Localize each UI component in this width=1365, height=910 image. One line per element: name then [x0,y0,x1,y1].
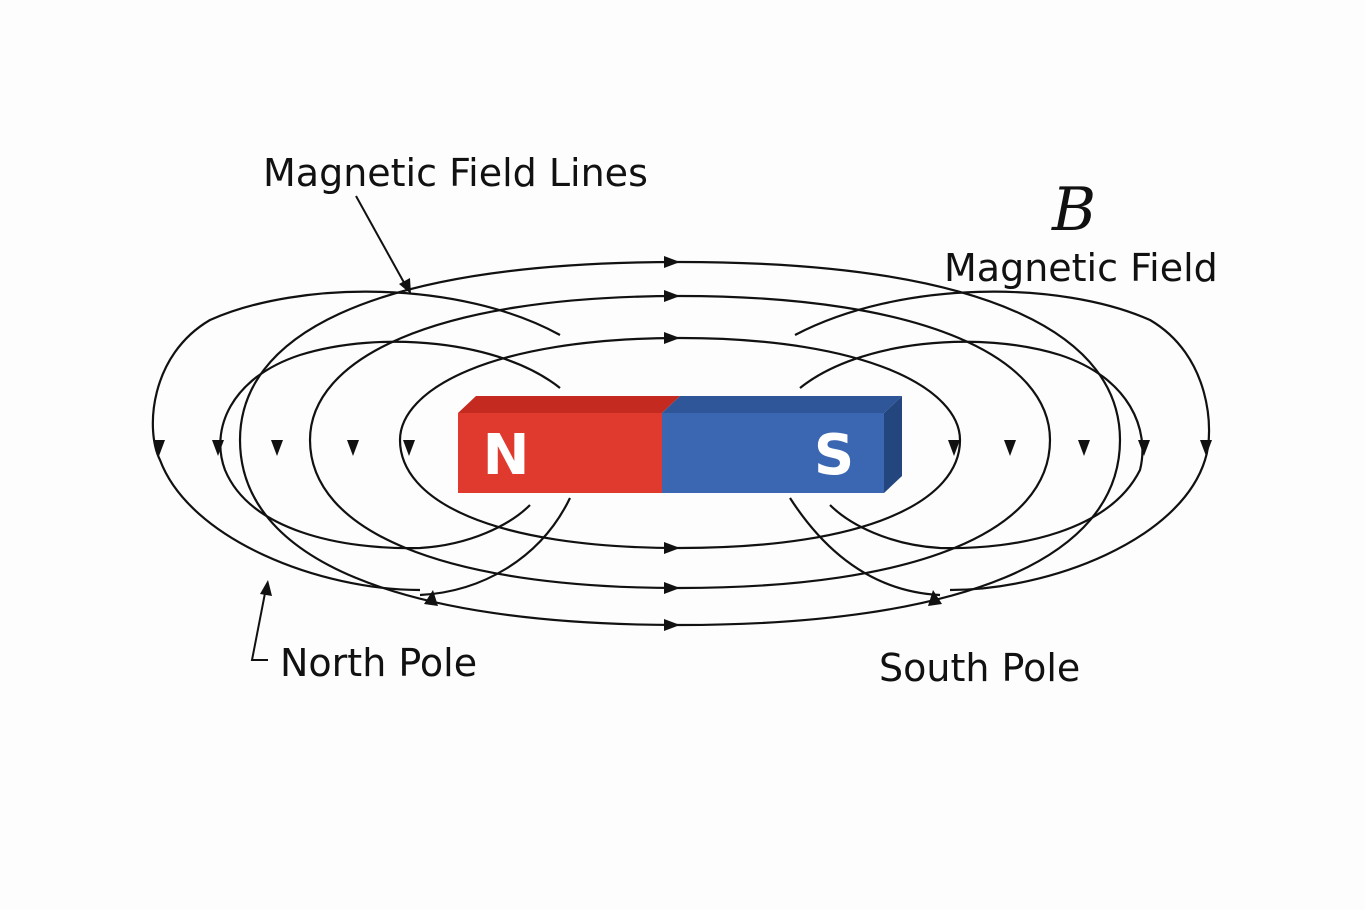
arrowhead-icon [424,590,438,606]
arrowhead-icon [664,290,680,302]
arrowhead-icon [948,440,960,456]
field-line-right-lower [789,497,941,597]
field-lines-leader [355,195,408,289]
magnet-south-face [662,413,884,493]
field-line-left-outer [151,290,561,592]
arrowhead-icons [153,256,1212,631]
north-pole-letter: N [483,423,530,488]
bar-magnet: N S [458,396,902,493]
arrowhead-icon [212,440,224,456]
magnet-south-top [662,396,902,413]
arrowhead-icon [1004,440,1016,456]
south-pole-label: South Pole [879,646,1080,690]
field-lines-label: Magnetic Field Lines [263,151,648,195]
arrowhead-icon [664,619,680,631]
magnet-south-side [884,396,902,493]
arrowhead-icon [399,278,411,294]
arrowhead-icon [260,580,272,596]
arrowhead-icon [1138,440,1150,456]
south-pole-letter: S [814,423,854,488]
arrowhead-icon [347,440,359,456]
magnet-north-face [458,413,662,493]
arrowhead-icon [664,256,680,268]
magnetic-field-label: Magnetic Field [944,246,1218,290]
arrowhead-icon [664,582,680,594]
arrowhead-icon [1078,440,1090,456]
arrowhead-icon [664,542,680,554]
magnet-north-top [458,396,680,413]
arrowhead-icon [664,332,680,344]
field-line-right-outer [794,290,1211,592]
field-line-left-inner [219,340,561,550]
arrowhead-icon [271,440,283,456]
north-pole-label: North Pole [280,641,477,685]
field-line-right-inner [799,340,1144,550]
arrowhead-icon [153,440,165,456]
arrowhead-icon [1200,440,1212,456]
arrowhead-icon [928,590,942,606]
leader-lines [250,195,411,661]
magnetic-field-symbol: B [1051,175,1096,245]
arrowhead-icon [403,440,415,456]
field-line-left-lower [419,497,571,597]
north-pole-leader [250,587,268,661]
